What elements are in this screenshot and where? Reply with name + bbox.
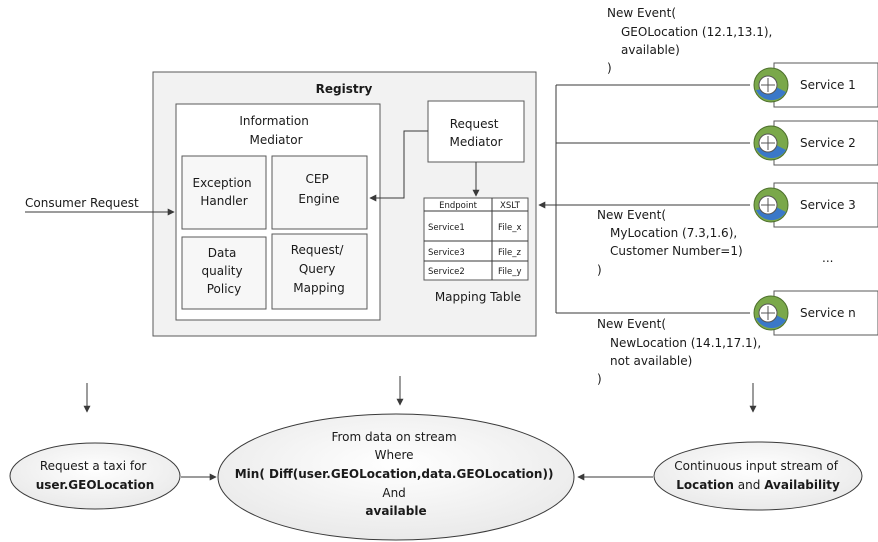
- mapping-table-header-xslt: XSLT: [500, 201, 521, 211]
- mapping-table-cell: File_z: [498, 248, 521, 258]
- request-mediator-box: [427, 100, 525, 163]
- service-1: Service 1: [753, 62, 878, 108]
- service-3: Service 3: [753, 182, 878, 228]
- event-1: New Event( GEOLocation (12.1,13.1), avai…: [607, 6, 776, 75]
- input-stream-label: Continuous input stream of Location and …: [674, 459, 842, 492]
- services-ellipsis: ...: [822, 251, 833, 265]
- mapping-table-cell: Service1: [428, 223, 465, 233]
- mapping-table-caption: Mapping Table: [435, 290, 521, 304]
- mapping-table-cell: Service2: [428, 267, 465, 277]
- cep-engine-label: CEP Engine: [298, 172, 339, 206]
- exception-handler-box: [181, 155, 267, 230]
- consumer-request-label: Consumer Request: [25, 196, 139, 210]
- query-ellipse: [217, 413, 575, 541]
- request-taxi-ellipse: [9, 442, 181, 510]
- request-query-mapping-label: Request/ Query Mapping: [291, 243, 348, 295]
- data-quality-policy-label: Data quality Policy: [202, 246, 247, 296]
- input-stream-ellipse: [653, 441, 863, 511]
- mapping-table-cell: File_y: [498, 267, 522, 277]
- service-n: Service n: [753, 290, 878, 336]
- mapping-table-header-endpoint: Endpoint: [439, 201, 477, 211]
- cep-engine-box: [271, 155, 368, 230]
- service-3-label: Service 3: [800, 198, 856, 212]
- exception-handler-label: Exception Handler: [193, 176, 256, 208]
- request-mediator-label: Request Mediator: [449, 117, 502, 149]
- service-1-label: Service 1: [800, 78, 856, 92]
- mapping-table: Endpoint XSLT Service1 File_x Service3 F…: [423, 197, 529, 281]
- mapping-table-cell: Service3: [428, 248, 465, 258]
- mapping-table-cell: File_x: [498, 223, 522, 233]
- event-3: New Event( NewLocation (14.1,17.1), not …: [597, 317, 765, 386]
- service-n-label: Service n: [800, 306, 856, 320]
- request-taxi-label: Request a taxi for user.GEOLocation: [36, 459, 155, 492]
- data-quality-policy-box: [181, 236, 267, 310]
- service-2: Service 2: [753, 120, 878, 166]
- information-mediator-label: Information Mediator: [239, 114, 312, 147]
- event-2: New Event( MyLocation (7.3,1.6), Custome…: [597, 208, 747, 277]
- request-query-mapping-box: [271, 233, 368, 310]
- query-label: From data on stream Where Min( Diff(user…: [235, 430, 558, 518]
- registry-title: Registry: [316, 82, 373, 96]
- request-mediator-to-cep-arrow: [369, 130, 428, 202]
- service-2-label: Service 2: [800, 136, 856, 150]
